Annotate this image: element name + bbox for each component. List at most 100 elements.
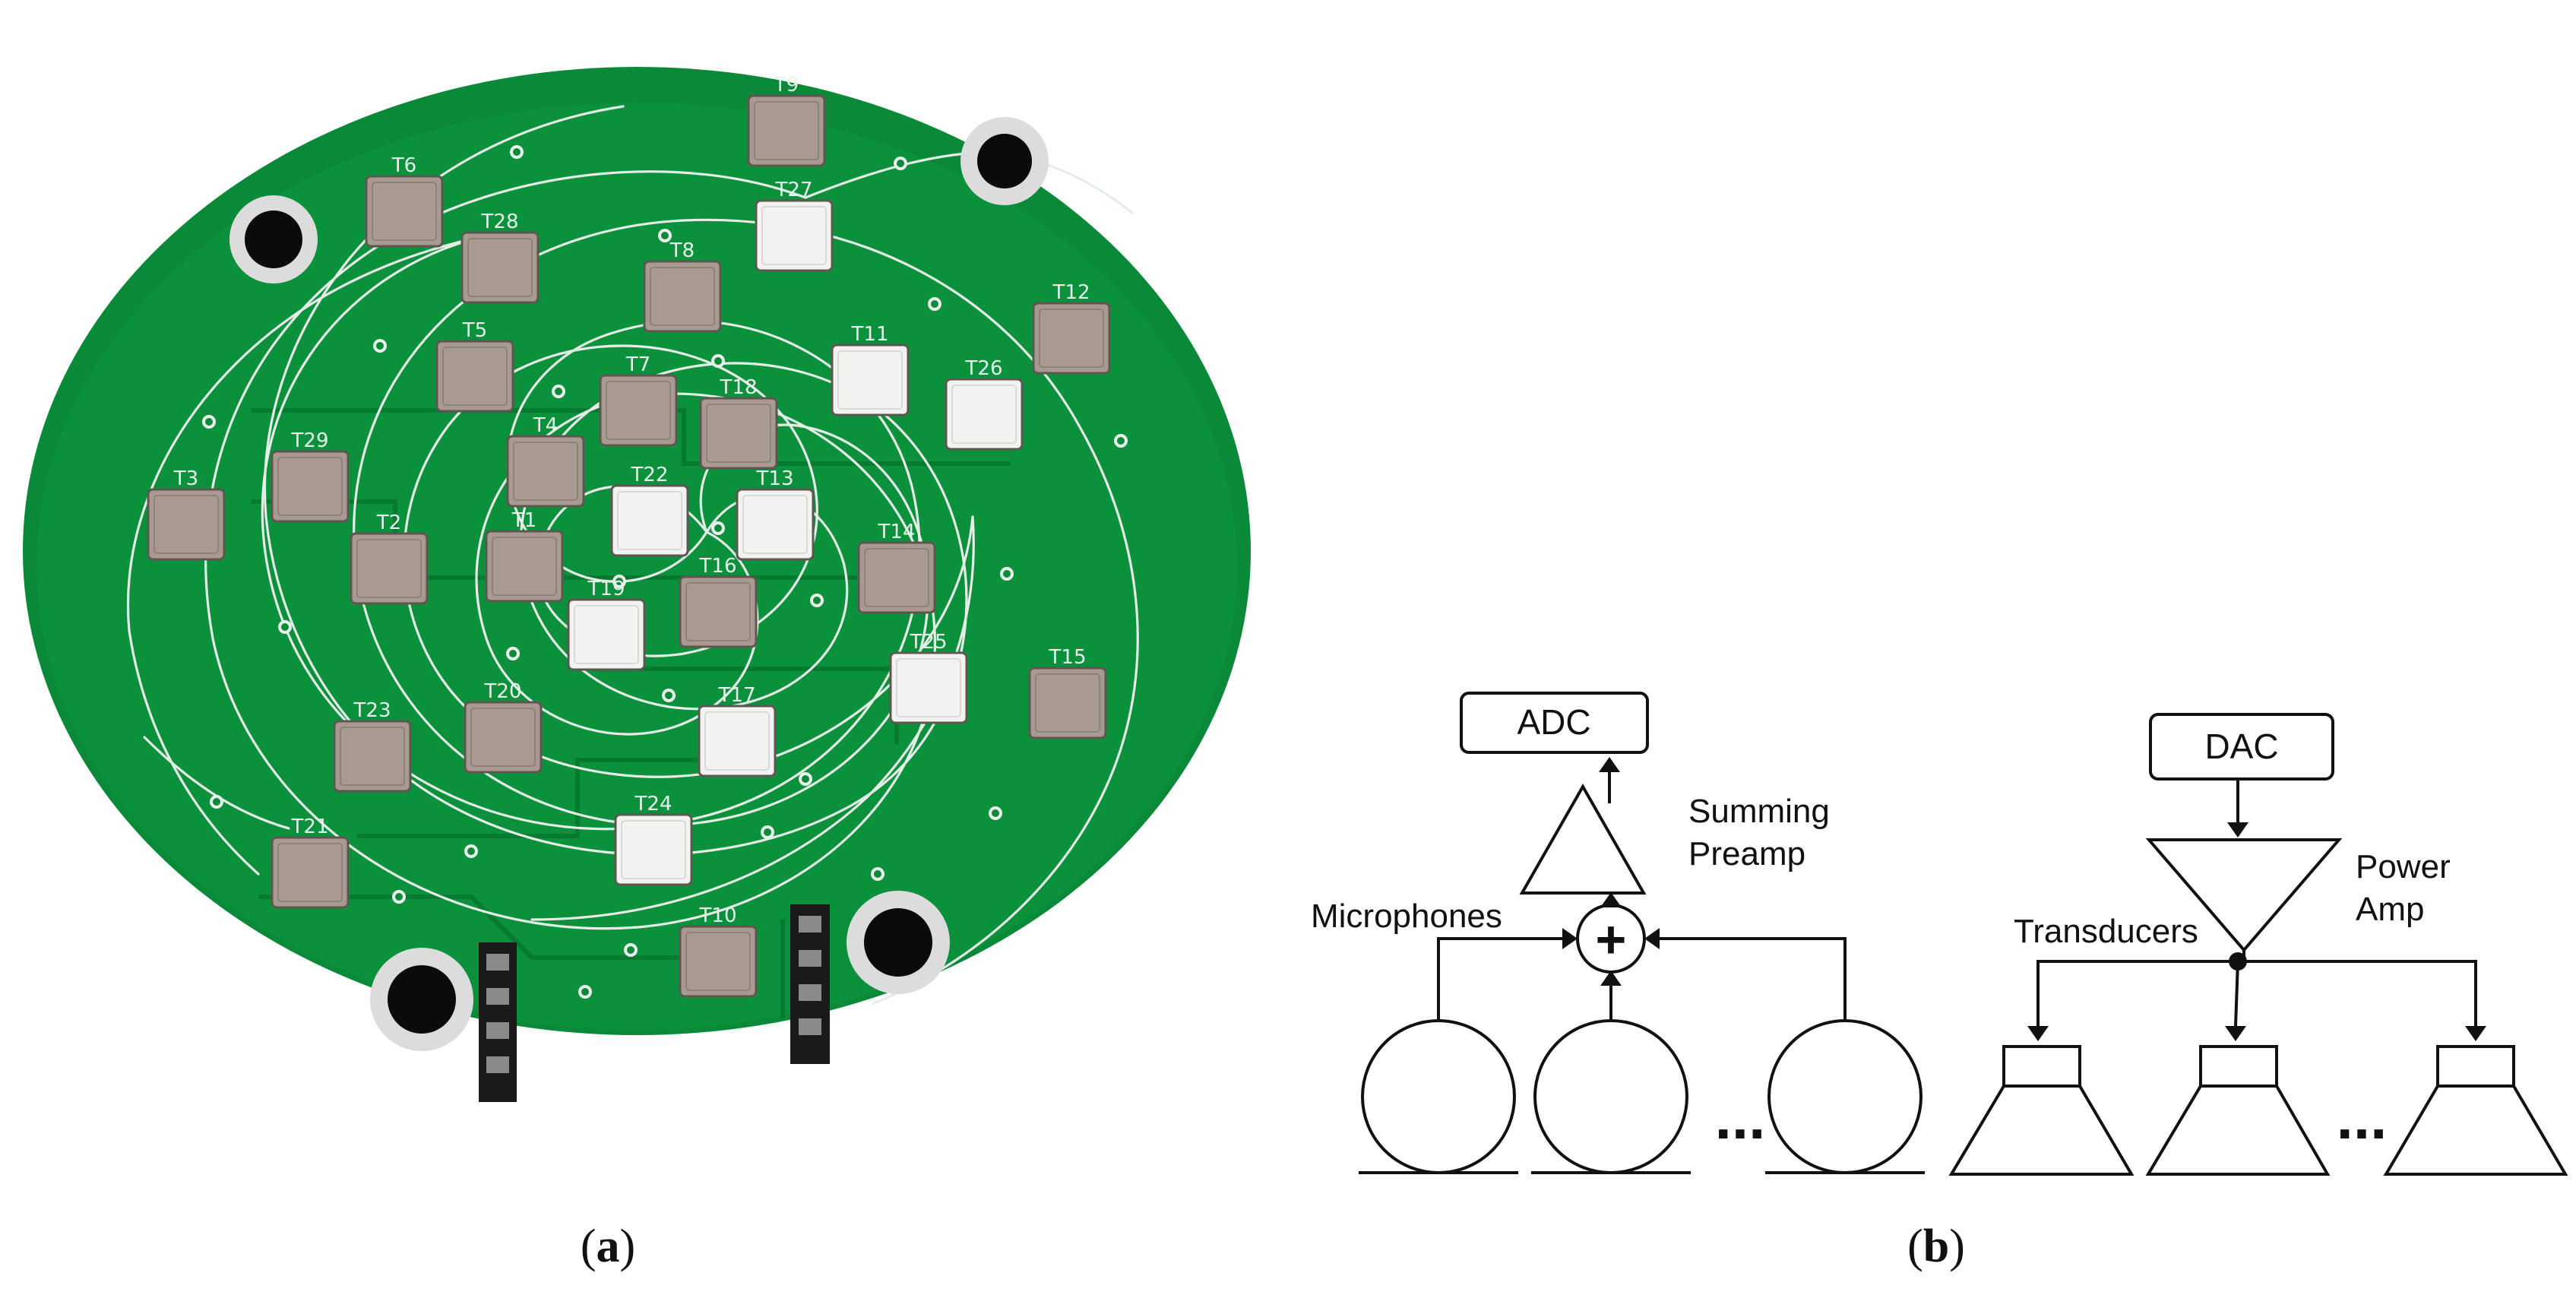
caption-b: (b): [1907, 1221, 1965, 1272]
transducer-t10: T10: [679, 904, 758, 998]
arrowhead: [1562, 928, 1578, 949]
transducers-label: Transducers: [2014, 913, 2198, 950]
transducer-label: T19: [587, 578, 625, 600]
transducer-t24: T24: [614, 793, 693, 886]
transducer-t2: T2: [350, 511, 429, 605]
transducer-t3: T3: [147, 467, 226, 561]
summing-label: Summing: [1688, 793, 1830, 830]
mounting-hole: [229, 195, 318, 283]
speaker-ellipsis: ...: [2337, 1084, 2388, 1151]
dac-label: DAC: [2204, 727, 2278, 766]
arrowhead: [1599, 757, 1620, 772]
preamp-label: Preamp: [1688, 835, 1805, 872]
transducer-t8: T8: [643, 239, 722, 333]
speaker-1: [1948, 1045, 2135, 1176]
microphones-label: Microphones: [1311, 898, 1502, 935]
transducer-label: T8: [669, 239, 695, 262]
microphone-2: [1533, 1019, 1688, 1174]
vias: [202, 145, 1128, 999]
amp-label: Amp: [2356, 891, 2424, 928]
transducer-label: T1: [511, 509, 536, 532]
header-strips: [479, 904, 830, 1102]
transducer-t23: T23: [333, 699, 412, 793]
adc-label: ADC: [1517, 702, 1590, 742]
speaker-3: [2383, 1045, 2568, 1176]
speaker-2: [2145, 1045, 2331, 1176]
microphone-1: [1361, 1019, 1516, 1174]
mic3-wire: [1657, 937, 1847, 1022]
caption-a: (a): [581, 1221, 635, 1272]
mounting-hole: [847, 891, 950, 994]
transducer-t4: T4: [506, 414, 585, 508]
transducer-t26: T26: [945, 357, 1024, 451]
transducer-t22: T22: [610, 464, 689, 557]
transducer-label: T25: [910, 631, 948, 654]
speaker3-wire: [2238, 960, 2477, 1026]
transducer-t28: T28: [460, 211, 540, 304]
power-label: Power: [2356, 848, 2451, 885]
transducer-t21: T21: [271, 815, 350, 909]
transducer-t11: T11: [831, 323, 910, 416]
arrowhead: [1600, 971, 1622, 986]
arrowhead: [2027, 1026, 2049, 1041]
mounting-holes: [229, 117, 1049, 1051]
transducer-label: T16: [699, 555, 737, 578]
transducer-t5: T5: [435, 319, 514, 413]
adc-box: [1460, 692, 1649, 754]
sum-symbol: +: [1596, 910, 1627, 969]
transducer-label: T7: [625, 353, 650, 376]
transducer-label: T10: [699, 904, 737, 927]
transducer-label: T5: [462, 319, 487, 342]
transducer-t19: T19: [567, 578, 646, 671]
transducer-t20: T20: [464, 680, 543, 774]
transducer-t17: T17: [698, 684, 777, 777]
transducer-label: T27: [775, 179, 813, 201]
transducer-label: T2: [376, 511, 401, 534]
transducer-t7: T7: [599, 353, 678, 447]
transducer-t14: T14: [857, 521, 936, 614]
transducer-label: T6: [391, 154, 416, 177]
transducer-t1: T1: [485, 509, 564, 603]
transducer-t27: T27: [755, 179, 834, 272]
mounting-hole: [960, 117, 1049, 205]
transducer-label: T14: [878, 521, 916, 543]
transducer-label: T13: [756, 467, 794, 490]
mounting-hole: [370, 948, 473, 1051]
block-diagram: ADC Summing Preamp + Microphones ... DAC: [1311, 692, 2568, 1272]
pcb-board-sheen: [36, 103, 1237, 1030]
transducer-label: T24: [635, 793, 672, 815]
transducer-t15: T15: [1028, 646, 1107, 739]
arrowhead: [1600, 892, 1622, 907]
dac-box: [2149, 713, 2334, 781]
transducer-label: T21: [291, 815, 329, 838]
power-amp-triangle: [2145, 838, 2343, 953]
transducer-label: T29: [291, 429, 329, 452]
transducer-label: T28: [481, 211, 519, 233]
transducer-label: T20: [484, 680, 522, 703]
transducer-label: T4: [533, 414, 558, 437]
transducer-t9: T9: [747, 74, 826, 167]
transducer-label: T12: [1052, 281, 1090, 304]
arrowhead: [2465, 1026, 2486, 1041]
transducer-label: T18: [720, 376, 758, 399]
mic1-wire: [1437, 937, 1567, 1022]
transducer-label: T15: [1049, 646, 1087, 669]
transducer-label: T23: [353, 699, 391, 722]
summing-preamp-triangle: [1519, 783, 1647, 895]
transducer-label: T3: [173, 467, 198, 490]
transducer-t6: T6: [365, 154, 444, 248]
transducer-t18: T18: [699, 376, 778, 470]
transducer-label: T26: [965, 357, 1003, 380]
transducer-label: T17: [718, 684, 756, 707]
transducer-t29: T29: [271, 429, 350, 523]
microphone-3: [1767, 1019, 1923, 1174]
transducer-array: T1T2T3T4T5T6T7T8T9T11T12T13T14T15T16T17T…: [147, 74, 1111, 998]
transducer-label: T11: [851, 323, 889, 346]
arrowhead: [2225, 1026, 2246, 1041]
mic-ellipsis: ...: [1715, 1084, 1766, 1151]
arrowhead: [1644, 928, 1660, 949]
speaker2-wire: [2234, 961, 2239, 1027]
arrowhead: [2227, 822, 2248, 838]
transducer-label: T9: [774, 74, 799, 97]
